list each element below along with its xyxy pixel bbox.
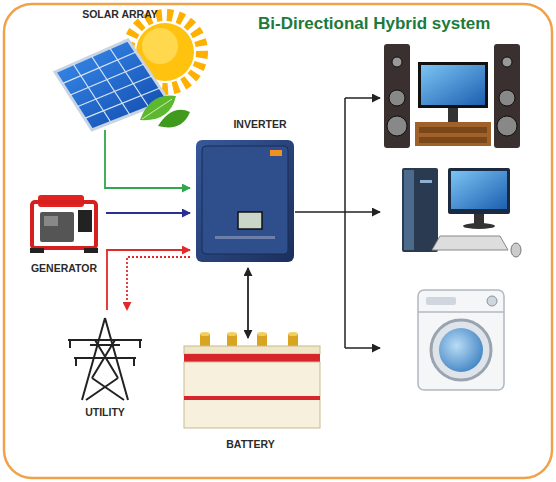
home-theatre-icon-part <box>499 90 515 106</box>
sun-icon-part <box>142 28 178 64</box>
inverter-icon <box>196 140 294 262</box>
power-flow-arrow <box>106 212 190 214</box>
power-flow-arrow <box>105 130 190 188</box>
inverter-icon-part <box>238 212 262 229</box>
component-label: GENERATOR <box>31 262 97 274</box>
output-wires-part <box>345 97 380 99</box>
computer-icon-part <box>474 214 484 224</box>
battery-icon <box>184 332 320 428</box>
solar-panel-icon-part-part <box>92 56 131 115</box>
battery-icon-part <box>257 332 267 336</box>
washing-machine-icon-part <box>418 311 504 313</box>
inverter-icon-part <box>215 236 275 239</box>
generator-icon-part <box>30 248 44 253</box>
battery-icon-part <box>184 362 320 428</box>
home-theatre-icon-part <box>392 57 402 67</box>
output-wires <box>295 98 380 348</box>
washing-machine-icon-part <box>426 297 456 305</box>
power-flow-arrow <box>127 257 190 310</box>
solar-panel-icon-part-part <box>77 76 152 107</box>
transmission-tower-icon-part <box>70 340 140 366</box>
generator-icon-part <box>40 212 74 242</box>
solar-panel-icon-part-part <box>70 64 144 95</box>
home-theatre-icon-part <box>415 122 491 146</box>
computer-icon-part <box>404 170 414 250</box>
home-theatre-icon-part <box>421 65 485 105</box>
washing-machine-icon <box>418 290 504 390</box>
output-wires-part <box>345 211 380 213</box>
home-theatre-icon <box>384 44 520 148</box>
solar-panel-icon-part <box>158 110 190 128</box>
solar-panel-icon <box>55 40 190 130</box>
inverter-icon-part <box>196 140 294 262</box>
generator-icon-part <box>44 216 58 226</box>
home-theatre-icon-part <box>419 127 487 133</box>
component-label: UTILITY <box>85 406 125 418</box>
solar-panel-icon-part-part <box>62 52 136 84</box>
computer-icon <box>402 168 521 257</box>
component-label: BATTERY <box>226 438 274 450</box>
inverter-icon-part <box>270 150 282 156</box>
battery-icon-part <box>200 332 210 336</box>
output-wires-part <box>295 211 345 213</box>
solar-array: SOLAR ARRAY <box>50 8 190 130</box>
home-theatre-icon-part <box>497 116 517 136</box>
washing-machine-icon-part <box>487 296 497 306</box>
computer-icon-part <box>432 236 508 250</box>
generator: GENERATOR <box>22 190 106 274</box>
solar-panel-icon-part <box>142 99 172 119</box>
home-theatre-icon-part <box>387 116 407 136</box>
generator-icon-part <box>78 210 92 232</box>
computer-icon-part <box>451 171 507 209</box>
battery: BATTERY <box>178 338 323 450</box>
home-theatre-icon-part <box>419 137 487 143</box>
battery-icon-part <box>184 396 320 400</box>
computer-icon-part <box>511 243 521 257</box>
output-wires-part <box>344 98 346 348</box>
home-theatre-icon-part <box>448 108 458 122</box>
home-theatre-icon-part <box>418 62 488 108</box>
computer-icon-part <box>463 223 495 229</box>
inverter: INVERTER <box>190 118 302 268</box>
washing-machine-icon-part <box>439 328 483 372</box>
solar-panel-icon-part-part <box>73 64 111 123</box>
home-theatre-icon-part <box>389 90 405 106</box>
inverter-icon-part <box>202 146 288 254</box>
battery-icon-part <box>227 332 237 336</box>
computer-icon-part <box>402 168 438 252</box>
washing-machine-icon-part <box>418 290 504 390</box>
home-theatre-icon-part <box>384 44 410 148</box>
battery-icon-part <box>184 354 320 362</box>
component-label: SOLAR ARRAY <box>82 8 158 20</box>
generator-icon-part <box>84 248 98 253</box>
power-flow-arrow <box>247 268 249 338</box>
output-wires-part <box>345 347 380 349</box>
transmission-tower-icon <box>68 318 142 400</box>
transmission-tower-icon-part <box>86 340 124 400</box>
computer-icon-part <box>420 180 432 183</box>
solar-panel-icon-part-part <box>110 48 149 108</box>
home-theatre-icon-part <box>494 44 520 148</box>
generator-icon-part <box>32 202 96 248</box>
component-label: INVERTER <box>233 118 286 130</box>
battery-icon-part <box>184 346 320 354</box>
computer-icon-part <box>448 168 510 214</box>
transmission-tower-icon-part <box>68 318 142 400</box>
generator-icon <box>30 195 98 253</box>
home-theatre-icon-part <box>502 57 512 67</box>
battery-icon-part <box>288 332 298 336</box>
power-flow-arrow <box>107 250 190 310</box>
utility-grid: UTILITY <box>55 310 155 418</box>
frame-border <box>4 4 552 478</box>
diagram-title: Bi-Directional Hybrid system <box>258 14 490 34</box>
washing-machine-icon-part <box>431 320 491 380</box>
